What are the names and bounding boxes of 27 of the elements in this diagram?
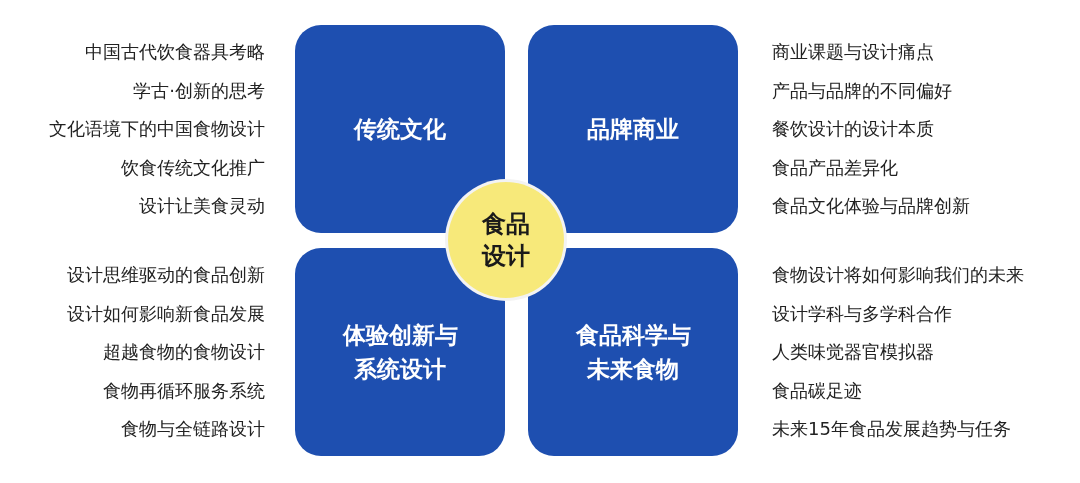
center-title: 食品设计: [480, 209, 531, 272]
topic-item: 超越食物的食物设计: [103, 340, 265, 364]
topic-item: 设计让美食灵动: [139, 194, 265, 218]
topic-item: 设计如何影响新食品发展: [67, 301, 265, 326]
topic-title: 食品科学与未来食物: [574, 321, 692, 384]
topic-item: 设计思维驱动的食品创新: [67, 263, 265, 287]
topic-box: [528, 25, 738, 233]
topic-item: 产品与品牌的不同偏好: [772, 78, 952, 103]
topic-box: [528, 248, 738, 456]
topic-title: 传统文化: [352, 115, 447, 144]
topic-item: 食物再循环服务系统: [103, 378, 265, 403]
topic-item: 商业课题与设计痛点: [772, 40, 934, 64]
topic-item: 食物与全链路设计: [121, 417, 265, 441]
topic-item: 文化语境下的中国食物设计: [49, 117, 265, 141]
topic-item: 中国古代饮食器具考略: [85, 40, 265, 64]
topic-item: 人类味觉器官模拟器: [772, 340, 934, 364]
topic-item: 饮食传统文化推广: [121, 155, 265, 180]
topic-item: 食品产品差异化: [772, 155, 898, 180]
topic-title: 品牌商业: [586, 115, 680, 144]
topic-item: 食品碳足迹: [772, 378, 862, 403]
topic-title: 体验创新与系统设计: [341, 321, 459, 384]
topic-item: 食品文化体验与品牌创新: [772, 194, 970, 218]
topic-item: 食物设计将如何影响我们的未来: [772, 263, 1024, 287]
topic-item: 学古·创新的思考: [133, 78, 265, 103]
topic-item: 未来15年食品发展趋势与任务: [772, 417, 1011, 441]
topic-item: 设计学科与多学科合作: [772, 301, 952, 326]
topic-item: 餐饮设计的设计本质: [772, 117, 934, 141]
